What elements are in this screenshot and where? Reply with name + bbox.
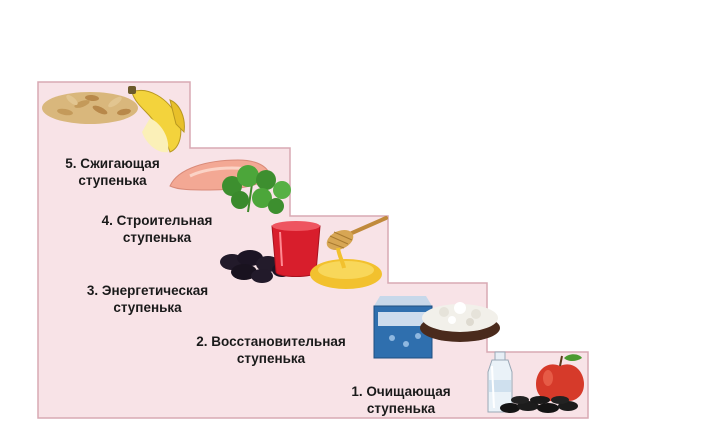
step-4-label: 4. Строительная ступенька: [82, 212, 232, 246]
step-3-title: 3. Энергетическая: [86, 283, 209, 298]
charcoal-icon: [500, 396, 578, 413]
juice-glass-icon: [271, 221, 321, 277]
step-2-label: 2. Восстановительная ступенька: [172, 333, 370, 367]
step-5-label: 5. Сжигающая ступенька: [40, 155, 185, 189]
water-bottle-icon: [487, 351, 513, 413]
step-3-label: 3. Энергетическая ступенька: [60, 282, 235, 316]
step-4-subtitle: ступенька: [122, 230, 192, 245]
step-5-title: 5. Сжигающая: [65, 156, 160, 171]
step-1-subtitle: ступенька: [366, 401, 436, 416]
apple-icon: [536, 354, 584, 402]
honey-icon: [310, 216, 388, 289]
step-1-title: 1. Очищающая: [351, 384, 451, 399]
milk-carton-icon: [373, 296, 433, 359]
step-3-subtitle: ступенька: [113, 300, 182, 315]
parsley-icon: [222, 165, 291, 214]
step-4-title: 4. Строительная: [101, 213, 213, 228]
banana-icon: [128, 86, 185, 153]
oats-icon: [42, 92, 138, 124]
step-2-subtitle: ступенька: [236, 351, 306, 366]
step-2-title: 2. Восстановительная: [196, 334, 346, 349]
step-1-label: 1. Очищающая ступенька: [336, 383, 466, 417]
cottage-cheese-icon: [420, 302, 500, 342]
step-5-subtitle: ступенька: [78, 173, 147, 188]
